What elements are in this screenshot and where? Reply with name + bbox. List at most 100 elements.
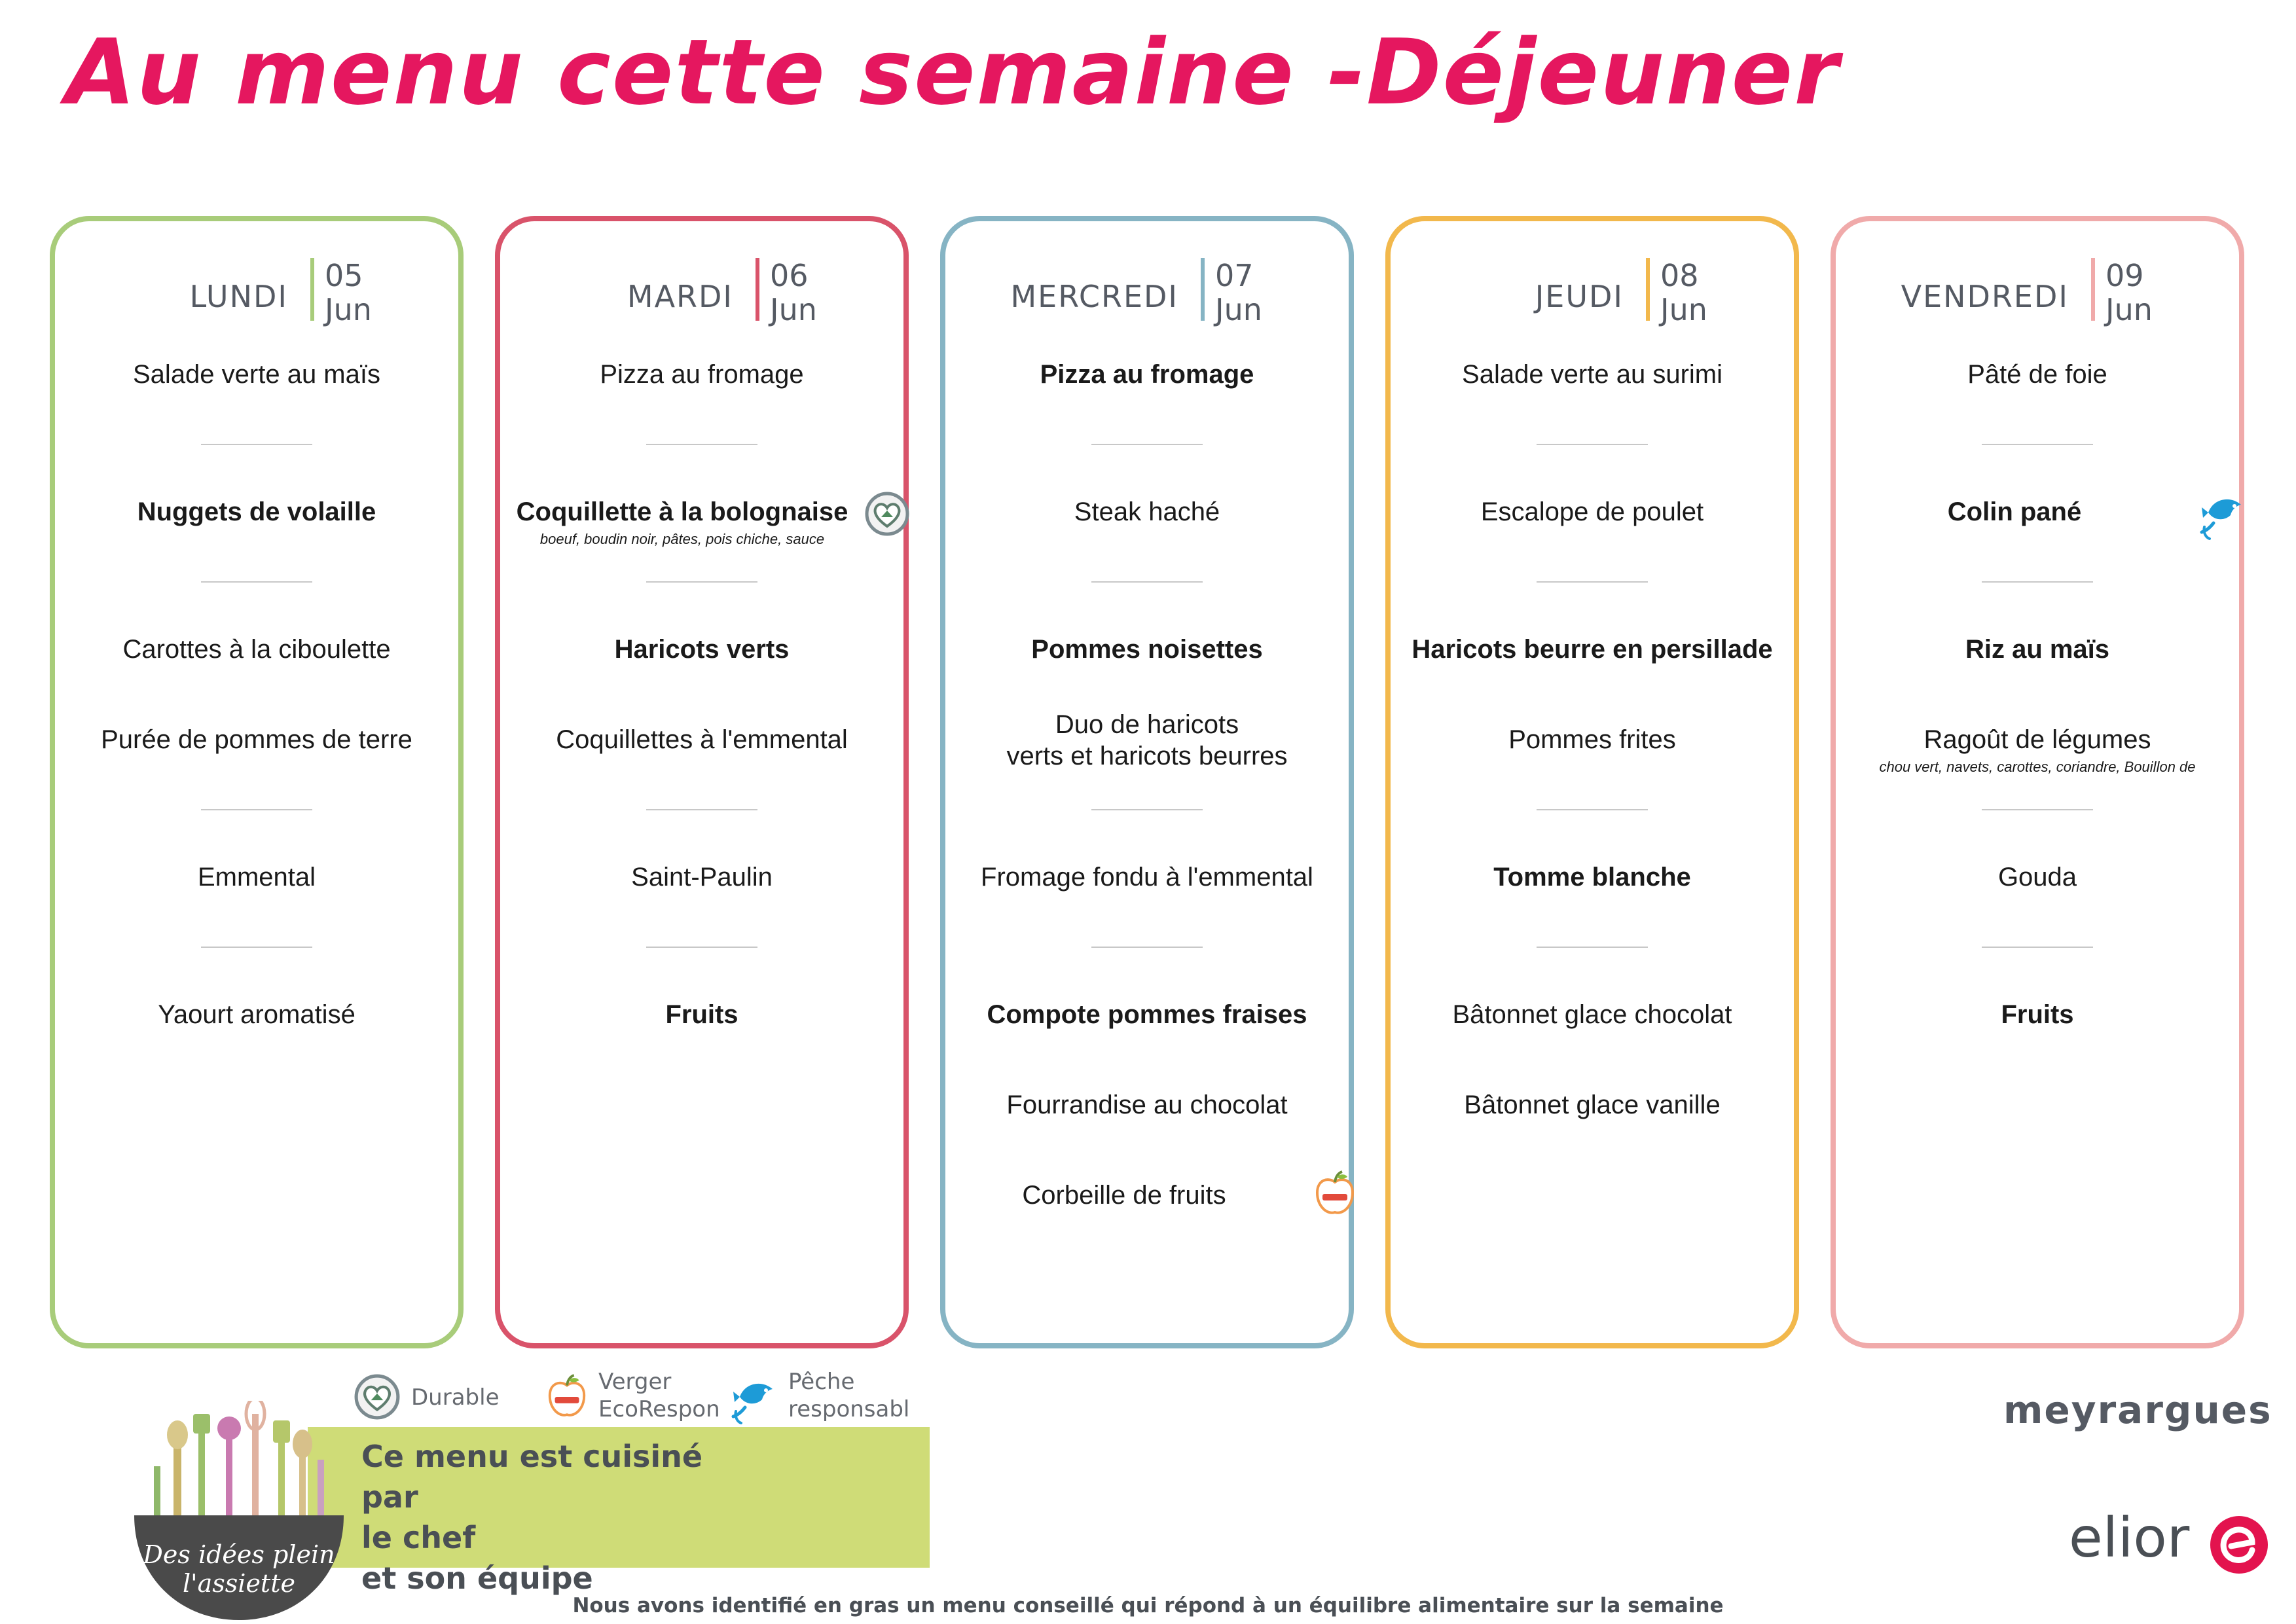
dish-side-alt: Ragoût de légumes chou vert, navets, car… xyxy=(1842,724,2232,776)
day-header: MERCREDI 07 Jun xyxy=(945,240,1349,327)
dish-dessert-alt: Fourrandise au chocolat xyxy=(1006,1091,1288,1119)
legend-durable-label: Durable xyxy=(411,1384,500,1411)
page-title: Au menu cette semaine -Déjeuner xyxy=(65,20,1840,125)
dish-side-alt-line2: verts et haricots beurres xyxy=(1006,742,1288,770)
day-column-vendredi: VENDREDI 09 Jun Pâté de foie Colin pané … xyxy=(1831,216,2244,1348)
day-month: Jun xyxy=(325,292,372,327)
durable-heart-icon xyxy=(354,1374,400,1420)
dish-side-alt: Pommes frites xyxy=(1508,725,1676,754)
dish-side: Haricots beurre en persillade xyxy=(1412,635,1773,664)
day-name: MARDI xyxy=(627,279,733,314)
separator xyxy=(1537,444,1648,445)
legend-peche-line1: Pêche xyxy=(788,1369,855,1395)
day-divider xyxy=(1646,258,1650,321)
dish-side: Pommes noisettes xyxy=(1031,635,1263,664)
dish-cheese: Tomme blanche xyxy=(1493,863,1691,892)
separator xyxy=(1091,581,1203,583)
dish-side: Carottes à la ciboulette xyxy=(122,635,391,664)
day-month: Jun xyxy=(770,292,817,327)
separator xyxy=(201,947,312,948)
dish-side-alt: Duo de haricots verts et haricots beurre… xyxy=(952,709,1342,772)
dish-starter: Salade verte au maïs xyxy=(133,360,380,389)
dish-starter: Pizza au fromage xyxy=(1040,360,1254,389)
dish-dessert: Fruits xyxy=(665,1000,738,1029)
separator xyxy=(1537,947,1648,948)
day-name: JEUDI xyxy=(1535,279,1624,314)
dish-main-note: boeuf, boudin noir, pâtes, pois chiche, … xyxy=(539,531,825,547)
verger-apple-icon xyxy=(548,1374,586,1416)
day-column-mercredi: MERCREDI 07 Jun Pizza au fromage Steak h… xyxy=(940,216,1355,1348)
legend-verger-line2: EcoRespon xyxy=(598,1396,720,1422)
separator xyxy=(1091,947,1203,948)
logo-line-2: l'assiette xyxy=(183,1569,295,1598)
separator xyxy=(646,581,757,583)
separator xyxy=(1982,444,2093,445)
day-column-mardi: MARDI 06 Jun Pizza au fromage Coquillett… xyxy=(495,216,909,1348)
dish-main: Colin pané xyxy=(1947,497,2082,526)
chef-text: Ce menu est cuisiné par le chef et son é… xyxy=(361,1436,754,1598)
separator xyxy=(1537,581,1648,583)
day-header: LUNDI 05 Jun xyxy=(55,240,458,327)
day-column-lundi: LUNDI 05 Jun Salade verte au maïs Nugget… xyxy=(50,216,464,1348)
utensils-logo-icon: Des idées plein l'assiette xyxy=(134,1401,344,1620)
dish-starter: Pizza au fromage xyxy=(600,360,804,389)
separator xyxy=(1537,809,1648,810)
chef-line-1: Ce menu est cuisiné par xyxy=(361,1439,703,1515)
dish-side-alt: Purée de pommes de terre xyxy=(101,725,412,754)
separator xyxy=(1091,444,1203,445)
dish-side-alt-note: chou vert, navets, carottes, coriandre, … xyxy=(1879,759,2196,775)
dish-side: Riz au maïs xyxy=(1965,635,2110,664)
separator xyxy=(1982,581,2093,583)
chef-banner: Ce menu est cuisiné par le chef et son é… xyxy=(308,1427,930,1596)
day-header: JEUDI 08 Jun xyxy=(1391,240,1794,327)
day-month: Jun xyxy=(1215,292,1262,327)
day-divider xyxy=(756,258,759,321)
separator xyxy=(646,947,757,948)
legend-verger-line1: Verger xyxy=(598,1369,672,1395)
separator xyxy=(646,444,757,445)
separator xyxy=(201,809,312,810)
day-number: 07 xyxy=(1215,258,1254,293)
dish-starter: Pâté de foie xyxy=(1967,360,2107,389)
town-name: meyrargues xyxy=(2003,1388,2272,1432)
separator xyxy=(1982,809,2093,810)
dish-cheese: Gouda xyxy=(1997,863,2077,892)
day-divider xyxy=(1201,258,1205,321)
dish-main: Steak haché xyxy=(1074,497,1220,526)
day-name: MERCREDI xyxy=(1010,279,1178,314)
day-column-jeudi: JEUDI 08 Jun Salade verte au surimi Esca… xyxy=(1385,216,1799,1348)
brand-name: elior xyxy=(2069,1506,2190,1570)
day-number: 08 xyxy=(1660,258,1699,293)
dish-main: Nuggets de volaille xyxy=(137,497,376,526)
dish-side-alt: Coquillettes à l'emmental xyxy=(556,725,848,754)
day-month: Jun xyxy=(1660,292,1707,327)
verger-apple-icon xyxy=(1315,1170,1355,1214)
durable-heart-icon xyxy=(865,492,909,536)
day-month: Jun xyxy=(2105,292,2153,327)
day-number: 05 xyxy=(325,258,363,293)
day-name: VENDREDI xyxy=(1901,279,2069,314)
chef-line-3: et son équipe xyxy=(361,1561,593,1596)
separator xyxy=(646,809,757,810)
dish-cheese: Emmental xyxy=(197,863,316,892)
dish-starter: Salade verte au surimi xyxy=(1462,360,1722,389)
separator xyxy=(1091,809,1203,810)
day-header: MARDI 06 Jun xyxy=(500,240,903,327)
day-number: 09 xyxy=(2105,258,2144,293)
fish-icon xyxy=(731,1383,773,1424)
day-name: LUNDI xyxy=(189,279,288,314)
separator xyxy=(1982,947,2093,948)
legend-peche-line2: responsabl xyxy=(788,1396,910,1422)
logo-line-1: Des idées plein xyxy=(142,1540,335,1569)
dish-side: Haricots verts xyxy=(614,635,790,664)
dish-side-alt-label: Ragoût de légumes xyxy=(1923,725,2151,754)
separator xyxy=(201,444,312,445)
dish-main-label: Coquillette à la bolognaise xyxy=(516,497,848,526)
dish-dessert: Fruits xyxy=(2001,1000,2074,1029)
legend-peche-label: Pêche responsabl xyxy=(788,1368,909,1423)
dish-dessert-alt2: Corbeille de fruits xyxy=(1022,1181,1226,1210)
dish-dessert: Yaourt aromatisé xyxy=(158,1000,355,1029)
dish-cheese: Fromage fondu à l'emmental xyxy=(981,863,1313,892)
day-header: VENDREDI 09 Jun xyxy=(1836,240,2239,327)
footer-note: Nous avons identifié en gras un menu con… xyxy=(572,1594,1724,1617)
